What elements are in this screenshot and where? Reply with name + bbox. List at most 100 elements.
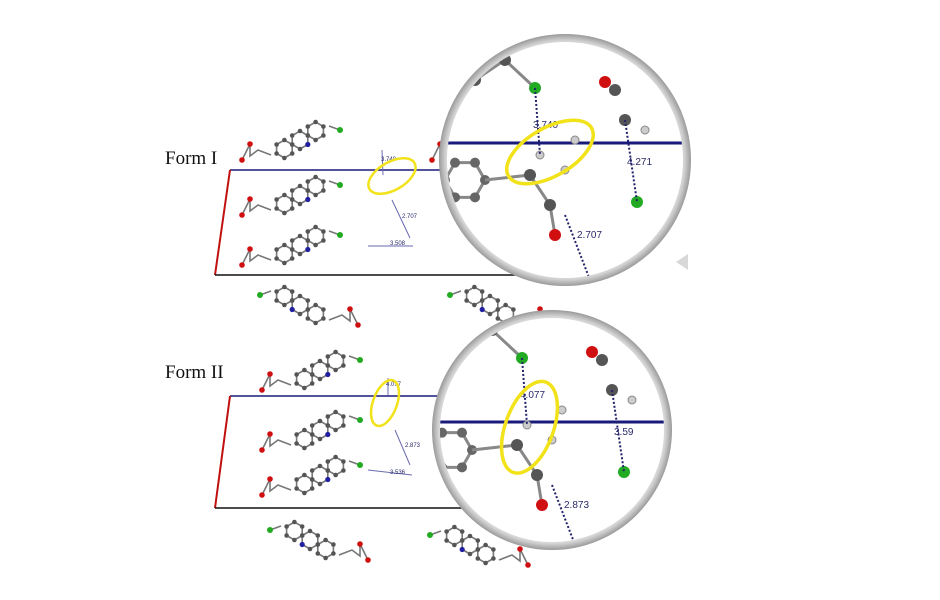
carbon-atom — [282, 260, 287, 266]
form-ii-zoom-distance-2-label: 3.59 — [614, 427, 634, 438]
carbon-atom — [282, 210, 287, 216]
molecule — [259, 454, 363, 498]
molecule — [239, 119, 343, 163]
carbon-atom — [305, 238, 311, 243]
carbon-atom — [294, 372, 299, 377]
carbon-atom — [282, 137, 287, 143]
carbon-atom — [321, 307, 326, 312]
bond — [291, 295, 309, 315]
bond — [301, 530, 319, 550]
carbon-atom — [315, 551, 321, 556]
carbon-atom — [299, 524, 305, 529]
carbon-atom — [470, 157, 480, 168]
form-ii-axis-b — [214, 395, 231, 509]
carbon-atom — [274, 197, 279, 202]
carbon-atom — [511, 307, 516, 312]
carbon-atom — [464, 289, 469, 294]
carbon-atom — [333, 472, 338, 478]
carbon-atom — [323, 555, 328, 561]
carbon-atom — [315, 533, 321, 538]
chlorine-atom — [257, 292, 263, 298]
carbon-atom — [475, 538, 481, 543]
bond — [477, 544, 495, 564]
carbon-atom — [596, 354, 608, 366]
molecule — [257, 284, 361, 328]
oxygen-atom — [259, 447, 265, 453]
bond — [261, 433, 292, 451]
form-ii-distance-3-label: 3.536 — [390, 470, 406, 476]
form-i-zoom-distance-2-label: 4.271 — [627, 157, 652, 168]
nitrogen-atom — [479, 306, 485, 313]
carbon-atom — [305, 133, 311, 138]
bond — [291, 130, 309, 150]
carbon-atom — [282, 242, 287, 248]
collapse-arrow-icon[interactable] — [676, 254, 688, 270]
carbon-atom — [317, 463, 323, 469]
bond — [291, 185, 309, 205]
carbon-atom — [321, 188, 326, 193]
hydrogen-atom — [640, 125, 650, 135]
carbon-atom — [470, 192, 480, 203]
bond — [328, 308, 359, 326]
oxygen-atom — [536, 499, 548, 511]
carbon-atom — [325, 423, 331, 428]
oxygen-atom — [365, 557, 371, 563]
carbon-atom — [341, 354, 346, 359]
hydrogen-atom — [570, 135, 580, 145]
carbon-atom — [309, 432, 315, 437]
carbon-atom — [341, 414, 346, 419]
carbon-atom — [544, 199, 556, 211]
form-i-highlight-ellipse — [367, 156, 417, 196]
bond — [307, 121, 325, 141]
carbon-atom — [313, 174, 318, 180]
carbon-atom — [333, 427, 338, 433]
carbon-atom — [321, 133, 326, 138]
oxygen-atom — [537, 306, 543, 312]
chlorine-atom — [357, 357, 363, 363]
nitrogen-atom — [305, 141, 311, 148]
form-ii-distance-2-line — [394, 429, 411, 466]
bond — [307, 226, 325, 246]
carbon-atom — [305, 307, 311, 312]
carbon-atom — [321, 179, 326, 184]
carbon-atom — [274, 247, 279, 252]
bond — [295, 474, 313, 494]
chlorine-atom — [631, 196, 643, 208]
carbon-atom — [302, 472, 307, 478]
carbon-atom — [305, 188, 311, 193]
carbon-atom — [309, 468, 315, 473]
molecule — [267, 519, 371, 563]
bond — [317, 539, 335, 559]
bond — [338, 543, 369, 561]
carbon-atom — [309, 441, 315, 446]
oxygen-atom — [357, 541, 363, 547]
carbon-atom — [292, 537, 297, 543]
carbon-atom — [289, 151, 295, 156]
oxygen-atom — [599, 76, 611, 88]
carbon-atom — [294, 381, 299, 386]
bond — [311, 420, 329, 440]
carbon-atom — [495, 298, 501, 303]
carbon-atom — [341, 423, 346, 428]
carbon-atom — [294, 441, 299, 446]
carbon-atom — [317, 376, 323, 382]
oxygen-atom — [267, 476, 273, 482]
molecule — [239, 174, 343, 218]
form-ii-zoom-highlight-ellipse — [499, 379, 560, 475]
form-i-label: Form I — [165, 148, 218, 169]
bond — [445, 526, 463, 546]
bond — [327, 456, 345, 476]
carbon-atom — [282, 155, 287, 161]
carbon-atom — [313, 302, 318, 308]
nitrogen-atom — [305, 246, 311, 253]
carbon-atom — [305, 229, 311, 234]
carbon-atom — [309, 477, 315, 482]
carbon-atom — [317, 358, 323, 364]
carbon-atom — [289, 188, 295, 193]
carbon-atom — [457, 462, 467, 473]
carbon-atom — [459, 529, 465, 534]
carbon-atom — [487, 293, 493, 299]
oxygen-atom — [247, 196, 253, 202]
